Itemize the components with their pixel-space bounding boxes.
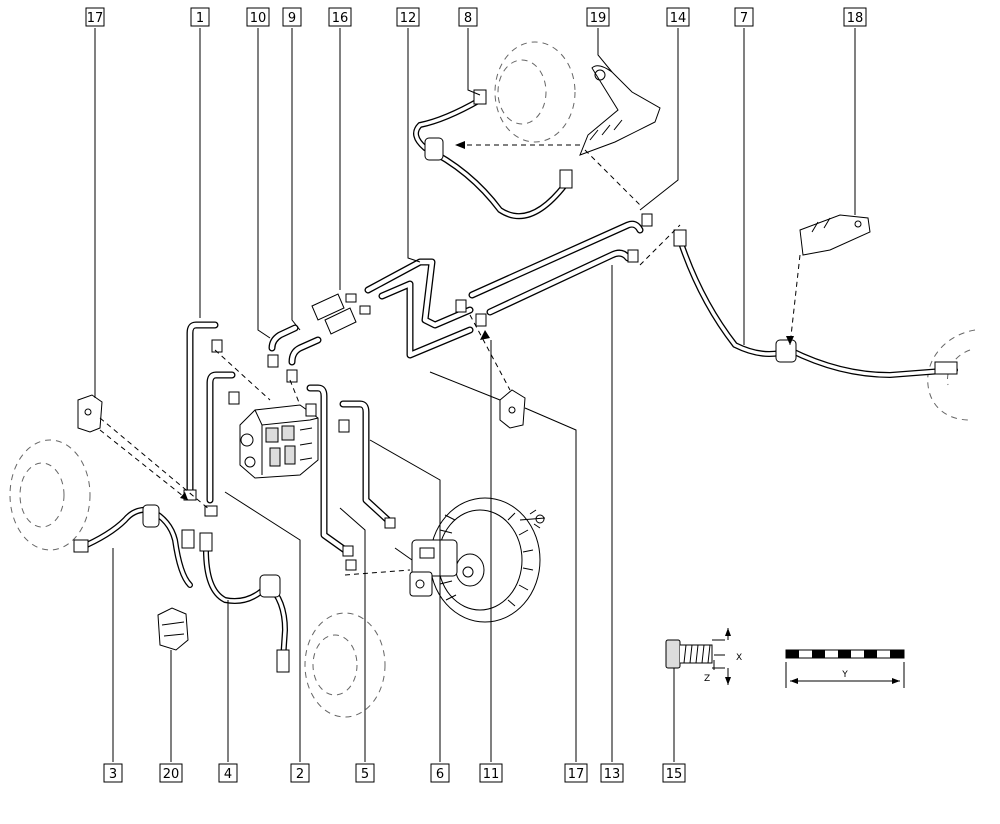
callout-box: 6 [430,763,450,783]
callouts-top: 17 1 10 9 16 12 8 19 [85,7,867,27]
callout-label: 18 [847,11,864,26]
callout-box: 17 [564,763,588,783]
callout-label: 7 [740,11,748,26]
hose-3 [73,504,195,588]
callout-box: 12 [396,7,420,27]
callout-label: 19 [590,11,607,26]
bracket-17-left [77,394,103,433]
hose-4 [199,532,290,673]
callout-box: 11 [479,763,503,783]
callout-box: 19 [586,7,610,27]
callout-label: 4 [224,767,232,782]
hose-7 [673,229,958,379]
callout-box: 5 [355,763,375,783]
callout-box: 4 [218,763,238,783]
callout-label: 15 [666,767,683,782]
wheel-rear-right [494,41,576,143]
bracket-18 [799,214,871,256]
wheel-front-left [304,612,386,718]
hose-8 [413,89,573,220]
brake-servo [429,497,546,623]
callout-label: 2 [296,767,304,782]
callout-box: 3 [103,763,123,783]
callout-label: 5 [361,767,369,782]
dimension-x-label: X [736,653,742,663]
callout-label: 1 [196,11,204,26]
connector-16 [311,293,371,335]
callout-box: 20 [159,763,183,783]
pipe-unions [183,213,653,571]
callout-box: 18 [843,7,867,27]
callout-label: 10 [250,11,267,26]
callout-box: 1 [190,7,210,27]
callout-label: 17 [87,11,104,26]
wheel-rear-left [9,439,91,551]
assembly-lines [99,144,801,576]
callout-label: 6 [436,767,444,782]
master-cylinder [394,539,458,597]
callout-box: 7 [734,7,754,27]
callout-label: 16 [332,11,349,26]
callout-label: 14 [670,11,687,26]
callout-label: 17 [568,767,585,782]
callout-box: 10 [246,7,270,27]
callout-box: 8 [458,7,478,27]
callout-label: 20 [163,767,180,782]
callout-box: 2 [290,763,310,783]
callout-box: 17 [85,7,105,27]
callout-box: 13 [600,763,624,783]
callout-label: 11 [483,767,500,782]
abs-hydraulic-unit [239,404,319,479]
callout-label: 8 [464,11,472,26]
callout-box: 15 [662,763,686,783]
dimension-y-label: Y [841,670,848,680]
arrowheads [180,141,794,500]
bracket-19 [579,65,661,156]
dimension-z-label: Z [704,674,710,684]
callout-label: 13 [604,767,621,782]
leader-lines [94,28,856,762]
scale-bar: Y [785,649,905,688]
nut-20 [157,607,189,651]
callouts-bottom: 3 20 4 2 5 6 11 17 [103,763,686,783]
pipes [186,220,644,554]
callout-label: 12 [400,11,417,26]
union-detail-15: X Z [665,628,742,685]
callout-label: 3 [109,767,117,782]
callout-box: 14 [666,7,690,27]
callout-box: 9 [282,7,302,27]
callout-box: 16 [328,7,352,27]
wheel-front-right [927,329,976,421]
callout-label: 9 [288,11,296,26]
bracket-17-right [499,389,526,429]
